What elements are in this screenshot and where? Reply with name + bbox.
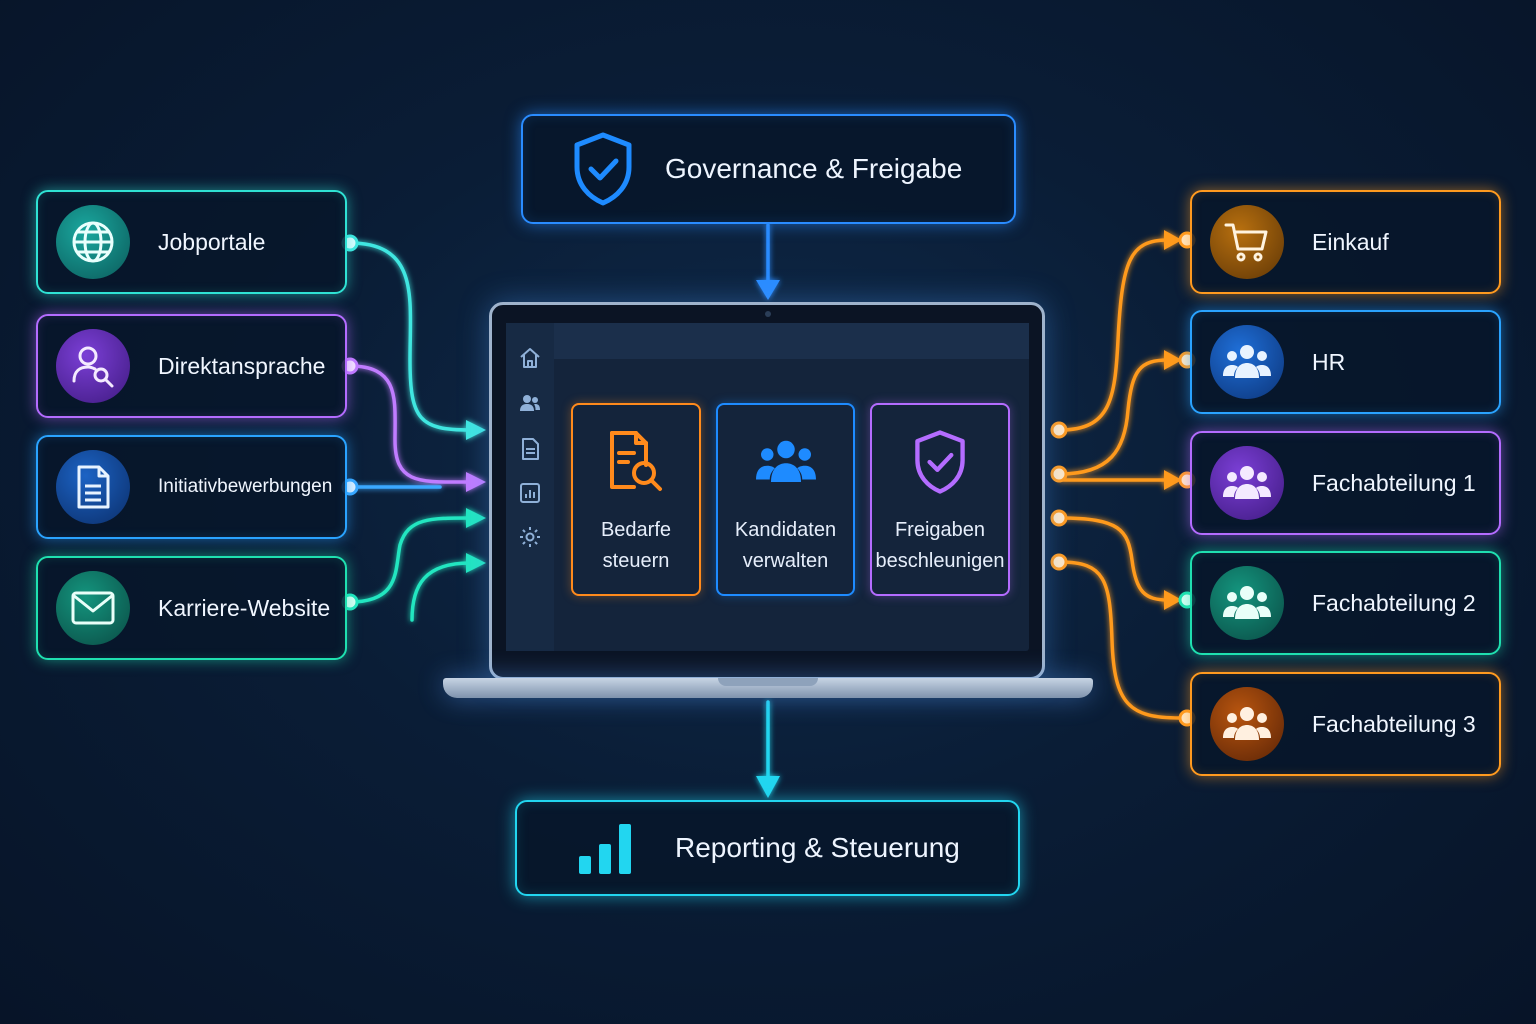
tile-label-line: verwalten xyxy=(742,550,829,572)
reporting-card[interactable]: Reporting & Steuerung xyxy=(515,800,1020,896)
settings-icon[interactable] xyxy=(518,525,542,549)
users-icon[interactable] xyxy=(518,391,542,415)
app-sidebar xyxy=(506,323,554,651)
arrowhead-einkauf xyxy=(1164,230,1182,250)
document-search-icon xyxy=(601,427,671,497)
wire-extra xyxy=(410,561,472,622)
team-icon xyxy=(1210,446,1284,520)
shield-check-icon xyxy=(905,427,975,497)
document-icon xyxy=(56,450,130,524)
arrowhead-reporting xyxy=(756,776,780,798)
team-icon xyxy=(1210,325,1284,399)
bar-chart-icon xyxy=(577,820,635,876)
governance-card[interactable]: Governance & Freigabe xyxy=(521,114,1016,224)
tile-freigaben-beschleunigen[interactable]: Freigaben beschleunigen xyxy=(870,403,1010,596)
source-card-jobportale[interactable]: Jobportale xyxy=(36,190,347,294)
chart-icon[interactable] xyxy=(518,481,542,505)
target-card-fachabteilung-2[interactable]: Fachabteilung 2 xyxy=(1190,551,1501,655)
arrowhead-fachabteilung-2 xyxy=(1164,590,1182,610)
source-label: Direktansprache xyxy=(158,352,326,379)
document-icon[interactable] xyxy=(518,437,542,461)
mail-icon xyxy=(56,571,130,645)
tile-label-line: beschleunigen xyxy=(875,550,1005,572)
arrowhead-direktansprache xyxy=(466,472,486,492)
source-card-initiativbewerbungen[interactable]: Initiativbewerbungen xyxy=(36,435,347,539)
target-card-hr[interactable]: HR xyxy=(1190,310,1501,414)
laptop-camera xyxy=(765,311,771,317)
home-icon[interactable] xyxy=(518,346,542,370)
wire-direktansprache xyxy=(348,364,472,484)
connector-dot xyxy=(1050,509,1068,527)
source-label: Karriere-Website xyxy=(158,594,331,621)
source-label: Jobportale xyxy=(158,228,266,255)
reporting-label: Reporting & Steuerung xyxy=(675,832,960,863)
connector-dot xyxy=(1050,553,1068,571)
wire-hr xyxy=(1058,358,1170,476)
wire-karriere-website xyxy=(348,516,472,604)
target-card-fachabteilung-3[interactable]: Fachabteilung 3 xyxy=(1190,672,1501,776)
user-search-icon xyxy=(56,329,130,403)
laptop-base xyxy=(443,678,1093,698)
app-topbar xyxy=(554,323,1029,359)
target-card-fachabteilung-1[interactable]: Fachabteilung 1 xyxy=(1190,431,1501,535)
arrowhead-fachabteilung-1 xyxy=(1164,470,1182,490)
target-label: Fachabteilung 1 xyxy=(1312,469,1476,496)
wire-jobportale xyxy=(348,241,472,432)
target-label: Fachabteilung 3 xyxy=(1312,710,1476,737)
team-icon xyxy=(1210,566,1284,640)
tile-label-line: Bedarfe xyxy=(600,519,672,541)
arrowhead-extra xyxy=(466,553,486,573)
arrowhead-karriere-website xyxy=(466,508,486,528)
tile-kandidaten-verwalten[interactable]: Kandidaten verwalten xyxy=(716,403,855,596)
source-label: Initiativbewerbungen xyxy=(158,476,333,497)
arrowhead-governance xyxy=(756,280,780,300)
wire-einkauf xyxy=(1058,238,1170,432)
tile-label-line: Freigaben xyxy=(894,519,986,541)
shopping-cart-icon xyxy=(1210,205,1284,279)
shield-check-icon xyxy=(571,131,635,207)
globe-icon xyxy=(56,205,130,279)
source-card-direktansprache[interactable]: Direktansprache xyxy=(36,314,347,418)
target-label: HR xyxy=(1312,348,1346,375)
target-label: Einkauf xyxy=(1312,228,1389,255)
source-card-karriere-website[interactable]: Karriere-Website xyxy=(36,556,347,660)
target-label: Fachabteilung 2 xyxy=(1312,589,1476,616)
arrowhead-hr xyxy=(1164,350,1182,370)
governance-label: Governance & Freigabe xyxy=(665,153,963,184)
tile-label-line: Kandidaten xyxy=(734,519,837,541)
team-icon xyxy=(1210,687,1284,761)
connector-dot xyxy=(1050,421,1068,439)
wire-fachabteilung-2 xyxy=(1058,516,1170,602)
tile-label-line: steuern xyxy=(602,550,670,572)
connector-dot xyxy=(1050,465,1068,483)
arrowhead-jobportale xyxy=(466,420,486,440)
tile-bedarfe-steuern[interactable]: Bedarfe steuern xyxy=(571,403,701,596)
team-icon xyxy=(751,427,821,497)
target-card-einkauf[interactable]: Einkauf xyxy=(1190,190,1501,294)
laptop-notch xyxy=(718,678,818,686)
